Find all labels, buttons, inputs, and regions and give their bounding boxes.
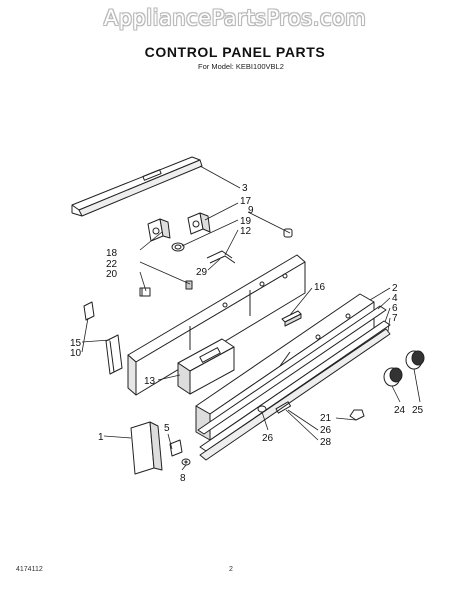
part-5-clip xyxy=(169,439,183,457)
part-4-trim-strip xyxy=(197,305,387,435)
callout-1: 1 xyxy=(98,432,104,443)
part-6-trim-strip xyxy=(199,320,391,452)
callout-24: 24 xyxy=(394,405,406,416)
callout-labels: 3 17 9 19 12 18 22 20 29 16 2 4 6 7 15 1… xyxy=(70,183,424,484)
callout-8: 8 xyxy=(180,473,186,484)
part-13-timer-module xyxy=(177,338,235,395)
callout-17: 17 xyxy=(240,196,252,207)
callout-20: 20 xyxy=(106,269,118,280)
part-25-knob xyxy=(405,350,425,370)
callout-3: 3 xyxy=(242,183,248,194)
callout-12: 12 xyxy=(240,226,252,237)
callout-9: 9 xyxy=(248,205,254,216)
part-1-side-bracket xyxy=(130,421,163,475)
watermark: AppliancePartsPros.com xyxy=(103,6,367,30)
document-number: 4174112 xyxy=(16,566,43,573)
part-20-clip xyxy=(139,287,151,297)
part-16-switch xyxy=(281,310,302,327)
callout-15: 15 xyxy=(70,338,82,349)
part-7-lower-trim xyxy=(199,328,391,461)
callout-26-right: 26 xyxy=(320,425,332,436)
model-subtitle: For Model: KEBI100VBL2 xyxy=(198,62,284,71)
callout-28: 28 xyxy=(320,437,332,448)
callout-22: 22 xyxy=(106,259,118,270)
part-15-end-cap xyxy=(105,334,123,375)
callout-4: 4 xyxy=(392,293,398,304)
callout-19: 19 xyxy=(240,216,252,227)
callout-10: 10 xyxy=(70,348,82,359)
diagram-title: CONTROL PANEL PARTS xyxy=(144,44,326,60)
part-19-grommet xyxy=(171,242,185,252)
part-18-switch xyxy=(147,218,171,242)
callout-13: 13 xyxy=(144,376,156,387)
part-21-nut xyxy=(349,409,365,421)
callout-29: 29 xyxy=(196,267,208,278)
callout-16: 16 xyxy=(314,282,326,293)
part-28-shaft xyxy=(275,401,292,414)
leader-lines xyxy=(81,165,421,471)
part-10-screw xyxy=(83,301,95,321)
callout-2: 2 xyxy=(392,283,398,294)
part-12-control-panel xyxy=(127,254,306,396)
part-29-bracket xyxy=(206,250,236,264)
callout-26-left: 26 xyxy=(262,433,274,444)
callout-6: 6 xyxy=(392,303,398,314)
part-3-trim-bar xyxy=(71,156,203,217)
callout-25: 25 xyxy=(412,405,424,416)
callout-5: 5 xyxy=(164,423,170,434)
part-17-switch xyxy=(187,212,211,235)
callout-7: 7 xyxy=(392,313,398,324)
part-22-lamp xyxy=(185,280,193,290)
callout-18: 18 xyxy=(106,248,118,259)
page-number: 2 xyxy=(229,566,233,573)
callout-21: 21 xyxy=(320,413,332,424)
part-8-washer xyxy=(181,458,191,466)
part-24-knob xyxy=(383,367,403,387)
